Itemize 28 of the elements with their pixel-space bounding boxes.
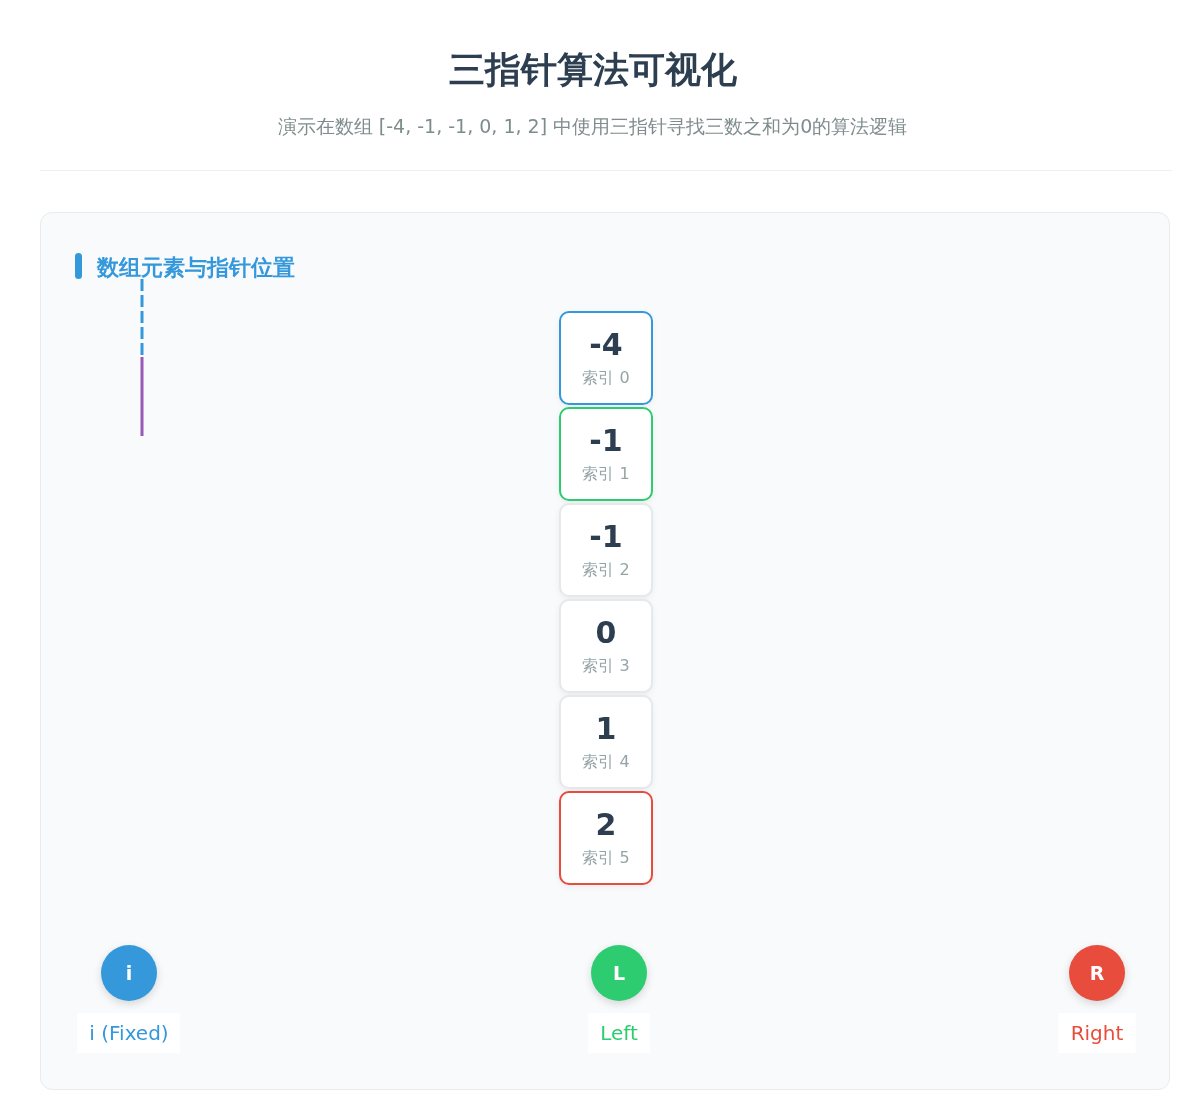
array-cell <box>559 599 653 693</box>
pointer-label: Right <box>1058 1013 1136 1053</box>
array-cell <box>559 311 653 405</box>
array-cell <box>559 407 653 501</box>
cell-index: 索引 2 <box>582 560 630 581</box>
pointer-marker: i <box>101 945 157 1001</box>
array-cell <box>559 791 653 885</box>
cell-index: 索引 5 <box>582 848 630 869</box>
cell-index: 索引 4 <box>582 752 630 773</box>
cell-value: 2 <box>595 807 617 842</box>
cell-value: 1 <box>595 711 617 746</box>
cell-value: -1 <box>589 423 623 458</box>
pointer-marker: R <box>1069 945 1125 1001</box>
pointer-label: Left <box>588 1013 650 1053</box>
cell-value: -1 <box>589 519 623 554</box>
cell-value: -4 <box>589 327 623 362</box>
cell-index: 索引 0 <box>582 368 630 389</box>
page-title: 三指针算法可视化 <box>447 48 738 92</box>
section-heading: 数组元素与指针位置 <box>97 254 295 282</box>
cell-index: 索引 3 <box>582 656 630 677</box>
pointer-marker: L <box>591 945 647 1001</box>
panel-card <box>40 212 1170 1090</box>
array-cell <box>559 503 653 597</box>
cell-index: 索引 1 <box>582 464 630 485</box>
cell-value: 0 <box>595 615 617 650</box>
array-cell <box>559 695 653 789</box>
subtitle: 演示在数组 [-4, -1, -1, 0, 1, 2] 中使用三指针寻找三数之和为0的算法逻辑 <box>276 114 909 139</box>
pointer-label: i (Fixed) <box>77 1013 181 1053</box>
